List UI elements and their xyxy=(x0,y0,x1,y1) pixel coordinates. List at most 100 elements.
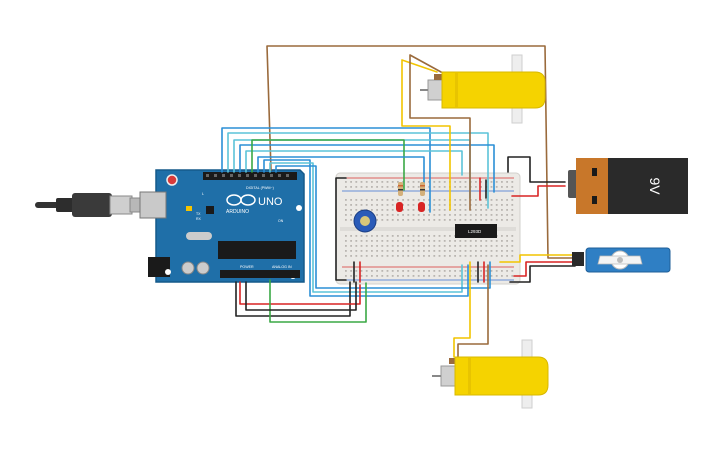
wire-yellow-motor-bottom xyxy=(453,261,471,358)
breadboard-hole xyxy=(365,240,368,242)
breadboard-hole xyxy=(417,214,420,216)
breadboard-hole xyxy=(407,209,410,211)
breadboard-hole xyxy=(490,209,493,211)
wire-red-pot xyxy=(239,281,361,305)
wire-brown-motor-top xyxy=(409,54,471,211)
breadboard-hole xyxy=(365,204,368,206)
breadboard-hole xyxy=(428,209,430,211)
arduino-uno-board: ARDUINO UNO DIGITAL (PWM~) POWER ANALOG … xyxy=(139,169,305,283)
breadboard-hole xyxy=(391,235,394,237)
l293d-label: L293D xyxy=(468,229,482,234)
breadboard-hole xyxy=(464,209,467,211)
breadboard-hole xyxy=(407,240,410,242)
breadboard-hole xyxy=(386,219,389,221)
breadboard-hole xyxy=(371,270,373,272)
breadboard-hole xyxy=(365,245,368,247)
breadboard-hole xyxy=(433,214,436,216)
breadboard-hole xyxy=(365,250,368,252)
breadboard-hole xyxy=(355,275,358,277)
wire-black-pot xyxy=(235,281,351,317)
breadboard-hole xyxy=(355,270,358,272)
breadboard-hole xyxy=(371,181,373,183)
breadboard-hole xyxy=(433,209,436,211)
breadboard-hole xyxy=(412,240,415,242)
breadboard-hole xyxy=(443,204,446,206)
wire-black-rail xyxy=(335,177,347,281)
arduino-power-label: POWER xyxy=(240,265,254,269)
breadboard-hole xyxy=(407,186,410,188)
breadboard-hole xyxy=(417,219,420,221)
breadboard-hole xyxy=(495,199,498,201)
breadboard-hole xyxy=(464,275,467,277)
breadboard-hole xyxy=(433,199,436,201)
breadboard-hole xyxy=(443,209,446,211)
breadboard-hole xyxy=(501,250,503,252)
breadboard-hole xyxy=(350,204,352,206)
breadboard-hole xyxy=(449,235,451,237)
breadboard-hole xyxy=(350,199,352,201)
breadboard-hole xyxy=(480,275,482,277)
breadboard-hole xyxy=(469,255,472,257)
breadboard-hole xyxy=(417,181,420,183)
breadboard-hole xyxy=(391,270,394,272)
breadboard-hole xyxy=(485,214,488,216)
breadboard-hole xyxy=(376,255,378,257)
breadboard-hole xyxy=(506,204,508,206)
breadboard-hole xyxy=(371,250,373,252)
breadboard-hole xyxy=(433,250,436,252)
breadboard-hole xyxy=(475,275,477,277)
breadboard-hole xyxy=(423,245,425,247)
breadboard-hole xyxy=(386,204,389,206)
breadboard-hole xyxy=(475,245,477,247)
breadboard-hole xyxy=(412,186,415,188)
breadboard-hole xyxy=(423,199,425,201)
breadboard-hole xyxy=(454,270,456,272)
breadboard-hole xyxy=(454,275,456,277)
breadboard-hole xyxy=(412,181,415,183)
breadboard-hole xyxy=(485,245,488,247)
breadboard-hole xyxy=(438,199,441,201)
breadboard-hole xyxy=(443,275,446,277)
breadboard-hole xyxy=(360,235,363,237)
breadboard-hole xyxy=(511,214,514,216)
breadboard-hole xyxy=(459,250,462,252)
breadboard-hole xyxy=(506,250,508,252)
breadboard-hole xyxy=(423,214,425,216)
breadboard-hole xyxy=(428,199,430,201)
breadboard-hole xyxy=(371,209,373,211)
breadboard-hole xyxy=(495,186,498,188)
wire-yellow-motor-top xyxy=(401,59,451,211)
breadboard-hole xyxy=(381,245,384,247)
breadboard-hole xyxy=(433,240,436,242)
breadboard-hole xyxy=(438,219,441,221)
breadboard-hole xyxy=(423,219,425,221)
breadboard-hole xyxy=(345,245,347,247)
breadboard-hole xyxy=(506,240,508,242)
breadboard-hole xyxy=(345,235,347,237)
breadboard-hole xyxy=(428,255,430,257)
breadboard-hole xyxy=(443,245,446,247)
breadboard-hole xyxy=(386,209,389,211)
breadboard-hole xyxy=(412,214,415,216)
breadboard-hole xyxy=(495,275,498,277)
breadboard-hole xyxy=(454,204,456,206)
breadboard-hole xyxy=(371,245,373,247)
breadboard-hole xyxy=(449,240,451,242)
breadboard-hole xyxy=(407,181,410,183)
breadboard-hole xyxy=(506,219,508,221)
breadboard-hole xyxy=(495,240,498,242)
wire-cyan-1 xyxy=(227,132,489,209)
breadboard-hole xyxy=(438,275,441,277)
breadboard-hole xyxy=(360,181,363,183)
breadboard-hole xyxy=(480,214,482,216)
breadboard-hole xyxy=(475,204,477,206)
breadboard-hole xyxy=(355,186,358,188)
breadboard-hole xyxy=(350,255,352,257)
led-red-1 xyxy=(396,202,403,212)
breadboard-hole xyxy=(511,255,514,257)
breadboard-hole xyxy=(365,181,368,183)
wire-blue-3 xyxy=(257,156,425,191)
breadboard-hole xyxy=(350,245,352,247)
breadboard-hole xyxy=(360,240,363,242)
breadboard-hole xyxy=(490,275,493,277)
